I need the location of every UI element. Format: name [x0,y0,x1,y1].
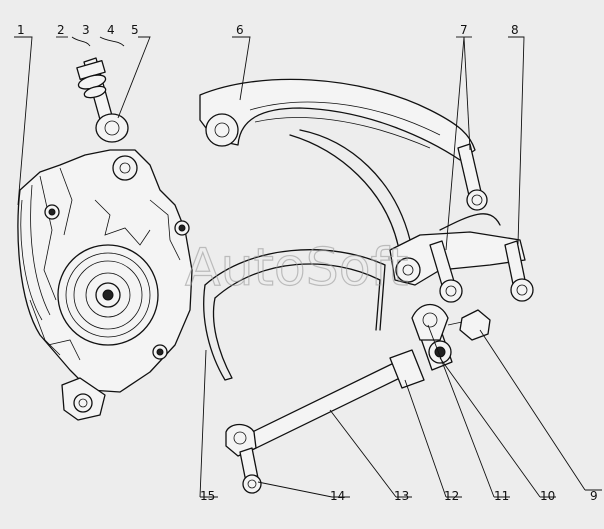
callout-11: 11 [494,489,509,503]
pivot-bolt-assembly [76,57,129,143]
callout-4: 4 [107,23,115,37]
bolt-7-upper [457,143,488,211]
callout-9: 9 [590,489,598,503]
callout-5: 5 [131,23,139,37]
curved-strap [203,249,386,381]
callout-14: 14 [330,489,345,503]
mounting-bracket [389,213,526,286]
callout-3: 3 [82,23,90,37]
callout-12: 12 [444,489,459,503]
callout-1: 1 [17,23,25,37]
bolt-7-lower [429,240,463,303]
leader-lines [14,36,602,498]
adjusting-rod [225,303,491,494]
callout-10: 10 [540,489,555,503]
callouts: 1 2 3 4 5 6 7 8 9 10 11 12 13 14 15 [17,23,598,503]
callout-8: 8 [511,23,519,37]
adjusting-bracket [199,78,476,246]
callout-13: 13 [394,489,409,503]
callout-7: 7 [460,23,468,37]
watermark: AutoSoft [185,238,408,298]
alternator [17,149,193,421]
callout-2: 2 [57,23,65,37]
callout-6: 6 [236,23,244,37]
bolt-8 [504,240,534,302]
callout-15: 15 [200,489,215,503]
